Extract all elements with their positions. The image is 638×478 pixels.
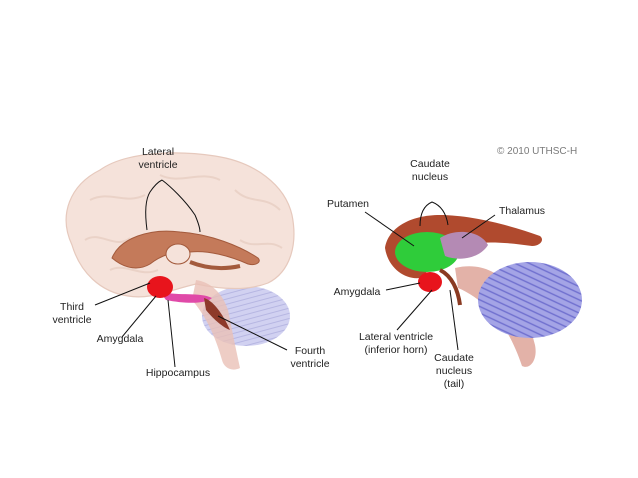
left-brain-figure bbox=[65, 152, 295, 370]
copyright-notice: © 2010 UTHSC-H bbox=[497, 146, 578, 157]
left-brainstem bbox=[192, 280, 240, 370]
label-thalamus: Thalamus bbox=[498, 205, 546, 217]
right-brain-figure bbox=[364, 201, 582, 367]
right-caudate-tail bbox=[438, 268, 462, 306]
right-thalamus bbox=[440, 231, 488, 259]
right-brainstem bbox=[455, 266, 536, 367]
left-fourth-ventricle bbox=[204, 298, 230, 330]
label-hippocampus: Hippocampus bbox=[145, 367, 211, 379]
right-cerebellum bbox=[478, 262, 582, 338]
label-amygdala-left: Amygdala bbox=[96, 333, 144, 345]
label-caudate-nucleus: Caudate nucleus bbox=[410, 158, 450, 183]
left-hippocampus bbox=[160, 292, 212, 303]
label-amygdala-right: Amygdala bbox=[333, 286, 381, 298]
label-caudate-nucleus-tail: Caudate nucleus (tail) bbox=[434, 352, 474, 390]
label-putamen: Putamen bbox=[326, 198, 370, 210]
left-amygdala bbox=[147, 276, 173, 298]
label-lateral-ventricle: Lateral ventricle bbox=[138, 146, 178, 171]
label-fourth-ventricle: Fourth ventricle bbox=[290, 345, 330, 370]
right-amygdala bbox=[418, 272, 442, 292]
left-gyri bbox=[84, 174, 283, 274]
label-lateral-ventricle-inferior-horn: Lateral ventricle (inferior horn) bbox=[358, 331, 434, 356]
left-cerebrum bbox=[65, 152, 295, 298]
left-leader-lines bbox=[94, 179, 288, 368]
label-third-ventricle: Third ventricle bbox=[52, 301, 92, 326]
right-leader-lines bbox=[364, 201, 496, 351]
